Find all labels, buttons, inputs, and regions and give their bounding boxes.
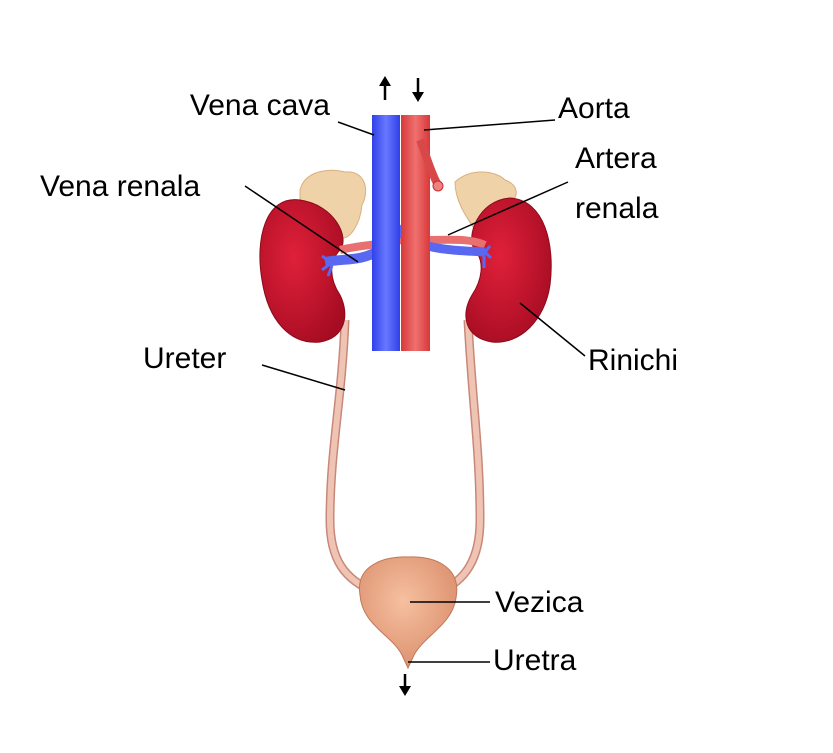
label-rinichi: Rinichi [588,344,678,377]
label-ureter: Ureter [143,342,226,375]
left-kidney [259,199,346,343]
down-arrow-icon [412,78,424,102]
vena-cava [372,115,400,351]
up-arrow-icon [379,76,391,100]
label-aorta: Aorta [558,92,630,125]
label-vena-cava: Vena cava [190,89,330,122]
label-vena-renala: Vena renala [40,170,200,203]
urine-down-arrow-icon [399,674,411,696]
label-uretra: Uretra [493,644,577,677]
right-kidney [465,197,552,343]
right-renal-vein [391,222,486,257]
label-artera-renala-line1: Artera [575,142,657,175]
label-vezica: Vezica [495,586,584,619]
label-artera-renala-line2: renala [575,192,659,225]
right-renal-artery [424,235,487,249]
bladder [359,556,458,670]
